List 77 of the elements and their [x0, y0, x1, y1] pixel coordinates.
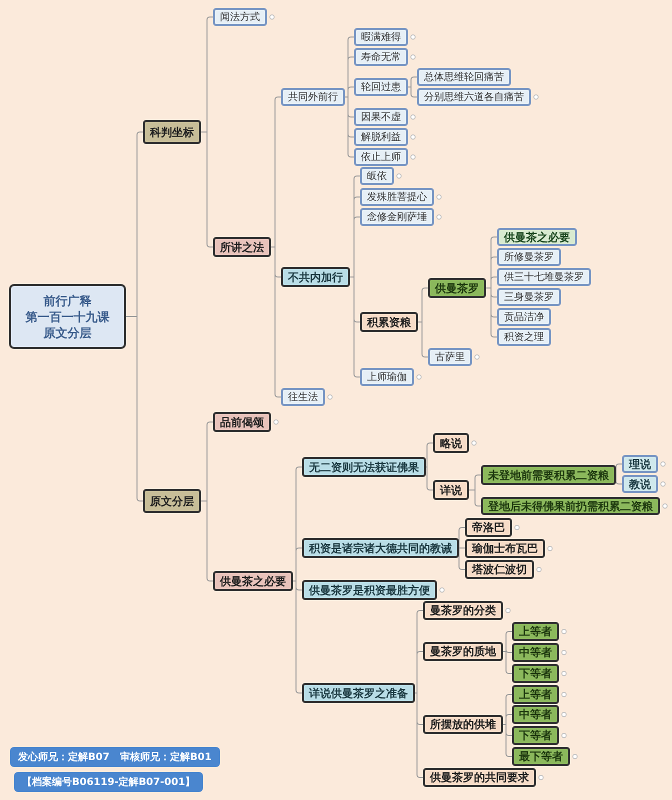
topic-box: 曼茶罗的质地	[423, 642, 503, 661]
topic-box: 瑜伽士布瓦巴	[465, 539, 545, 558]
topic-box: 上等者	[512, 685, 559, 704]
topic-box: 轮回过患	[354, 78, 408, 96]
connector-line	[502, 724, 512, 757]
connector-line	[270, 246, 282, 398]
connector-line	[126, 316, 144, 502]
connector-line	[502, 631, 512, 652]
topic-box: 供曼茶之必要	[497, 228, 577, 246]
topic-box: 古萨里	[428, 348, 472, 366]
topic-box: 中等者	[512, 705, 559, 724]
connector-line	[292, 580, 302, 694]
topic-box: 依止上师	[354, 148, 408, 166]
connector-line	[408, 86, 418, 98]
topic-box: 皈依	[360, 167, 394, 185]
topic-box: 不共内加行	[281, 267, 350, 287]
topic-box: 念修金刚萨埵	[360, 208, 434, 226]
topic-box: 理说	[622, 455, 658, 473]
topic-box: 中等者	[512, 643, 559, 662]
topic-box: 总体思维轮回痛苦	[417, 68, 511, 86]
topic-box: 上等者	[512, 622, 559, 641]
topic-box: 发殊胜菩提心	[360, 188, 434, 206]
topic-box: 贡品洁净	[497, 308, 551, 326]
topic-box: 上师瑜伽	[360, 368, 414, 386]
topic-box: 无二资则无法获证佛果	[302, 457, 426, 477]
connector-line	[426, 466, 434, 490]
topic-box: 暇满难得	[354, 28, 408, 46]
connector-line	[344, 96, 354, 158]
connector-line	[426, 442, 434, 468]
topic-box: 积资是诸宗诸大德共同的教诫	[302, 538, 459, 558]
topic-box: 供三十七堆曼茶罗	[497, 268, 591, 286]
connector-line	[344, 86, 354, 98]
connector-line	[502, 714, 512, 725]
topic-box: 科判坐标	[143, 120, 201, 144]
connector-line	[486, 288, 498, 338]
topic-box: 登地后未得佛果前扔需积累二资粮	[481, 497, 660, 515]
topic-box: 所摆放的供堆	[423, 715, 503, 734]
connector-line	[414, 651, 424, 694]
topic-box: 积累资粮	[360, 312, 418, 332]
topic-box: 积资之理	[497, 328, 551, 346]
topic-box: 往生法	[281, 388, 325, 406]
topic-box: 品前偈颂	[213, 412, 271, 432]
topic-box: 闻法方式	[213, 8, 267, 26]
connector-line	[414, 692, 424, 778]
topic-box: 供曼茶之必要	[213, 571, 293, 591]
topic-box: 所修曼茶罗	[497, 248, 561, 266]
connector-line	[468, 490, 482, 506]
topic-box: 未登地前需要积累二资粮	[481, 465, 616, 485]
topic-box: 最下等者	[512, 747, 570, 766]
connector-line	[502, 651, 512, 674]
topic-box: 供曼茶罗	[428, 278, 486, 298]
topic-box: 详说供曼茶罗之准备	[302, 683, 415, 703]
info-badge: 【档案编号B06119-定解B07-001】	[14, 772, 204, 792]
topic-box: 下等者	[512, 664, 559, 683]
topic-box: 塔波仁波切	[465, 560, 534, 579]
topic-box: 原文分层	[143, 489, 201, 513]
connector-line	[292, 548, 302, 582]
topic-box: 共同外前行	[281, 88, 345, 106]
topic-box: 解脱利益	[354, 128, 408, 146]
topic-box: 教说	[622, 475, 658, 493]
topic-box: 前行广释 第一百一十九课 原文分层	[9, 284, 126, 349]
topic-box: 帝洛巴	[465, 518, 512, 537]
topic-box: 略说	[433, 433, 469, 453]
topic-box: 下等者	[512, 726, 559, 745]
topic-box: 分别思维六道各自痛苦	[417, 88, 531, 106]
connector-line	[408, 76, 418, 88]
topic-box: 寿命无常	[354, 48, 408, 66]
topic-box: 曼茶罗的分类	[423, 601, 503, 620]
topic-box: 详说	[433, 480, 469, 500]
topic-box: 因果不虚	[354, 108, 408, 126]
topic-box: 供曼茶罗的共同要求	[423, 768, 536, 787]
topic-box: 所讲之法	[213, 237, 271, 257]
connector-line	[200, 500, 214, 582]
connector-line	[200, 132, 214, 248]
topic-box: 三身曼茶罗	[497, 288, 561, 306]
topic-box: 供曼茶罗是积资最胜方便	[302, 580, 437, 600]
info-badge: 发心师兄：定解B07 审核师兄：定解B01	[10, 747, 220, 767]
